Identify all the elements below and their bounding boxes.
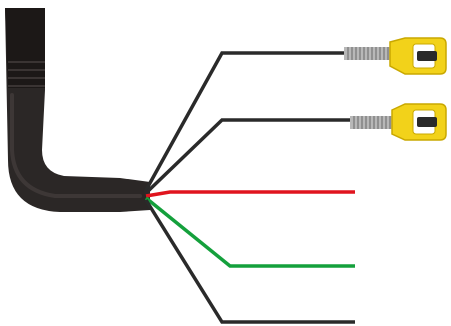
cable-jacket-ribs xyxy=(8,61,45,87)
connector-2-grip xyxy=(350,116,394,129)
rca-connector-1 xyxy=(344,37,447,75)
wire-3-red xyxy=(145,190,355,198)
rca-connector-2 xyxy=(350,103,447,141)
wire-2-black xyxy=(143,118,350,196)
wire-5-black xyxy=(144,199,355,324)
cable-jacket-upper xyxy=(5,8,45,88)
wire-1-black xyxy=(143,51,345,193)
connector-2-grip-lines xyxy=(353,116,391,129)
connector-2-pin xyxy=(417,117,437,127)
cable-jacket xyxy=(5,8,150,212)
wires xyxy=(143,51,355,324)
connector-1-grip-lines xyxy=(347,47,389,60)
wire-4-green xyxy=(144,196,355,268)
connector-1-pin xyxy=(417,51,437,61)
cable-jacket-highlight xyxy=(10,93,142,198)
